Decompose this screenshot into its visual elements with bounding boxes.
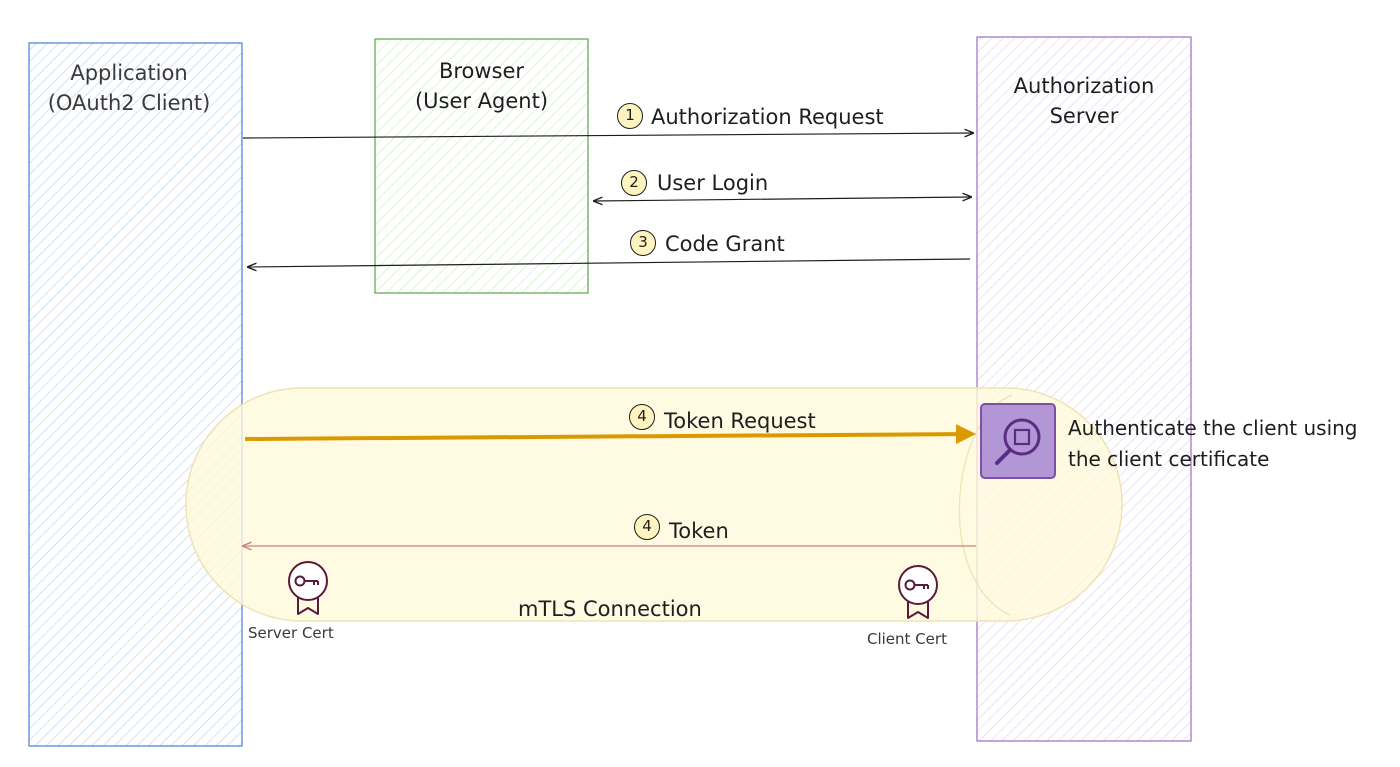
authorization-request-label: Authorization Request [651,105,884,129]
server-cert-label: Server Cert [248,624,334,642]
code-grant-arrow [248,258,971,267]
mtls-connection-label: mTLS Connection [518,597,702,621]
inspect-magnifier-icon [980,403,1056,479]
application-lane [28,42,243,747]
code-grant-label: Code Grant [665,232,785,256]
user-login-label: User Login [657,171,769,195]
token-label: Token [669,519,729,543]
authz-lane-title: Authorization Server [1013,74,1155,128]
browser-lane [374,38,589,294]
user-login-arrow [594,197,971,201]
client-cert-label: Client Cert [867,630,947,648]
step-4-request-badge: 4 [629,404,655,430]
step-2-badge: 2 [621,170,647,196]
server-cert-icon [288,561,328,615]
authorization-request-arrow [242,133,973,139]
step-4-token-badge: 4 [634,514,660,540]
client-cert-icon [898,565,938,619]
step-3-badge: 3 [630,230,656,256]
token-request-label: Token Request [664,409,816,433]
application-lane-title: Application (OAuth2 Client) [47,61,211,115]
mtls-connection [185,387,1123,622]
step-1-badge: 1 [617,103,643,129]
browser-lane-title: Browser (User Agent) [414,59,549,113]
token-request-arrow [244,424,976,445]
authenticate-client-note: Authenticate the client using the client… [1068,416,1358,471]
